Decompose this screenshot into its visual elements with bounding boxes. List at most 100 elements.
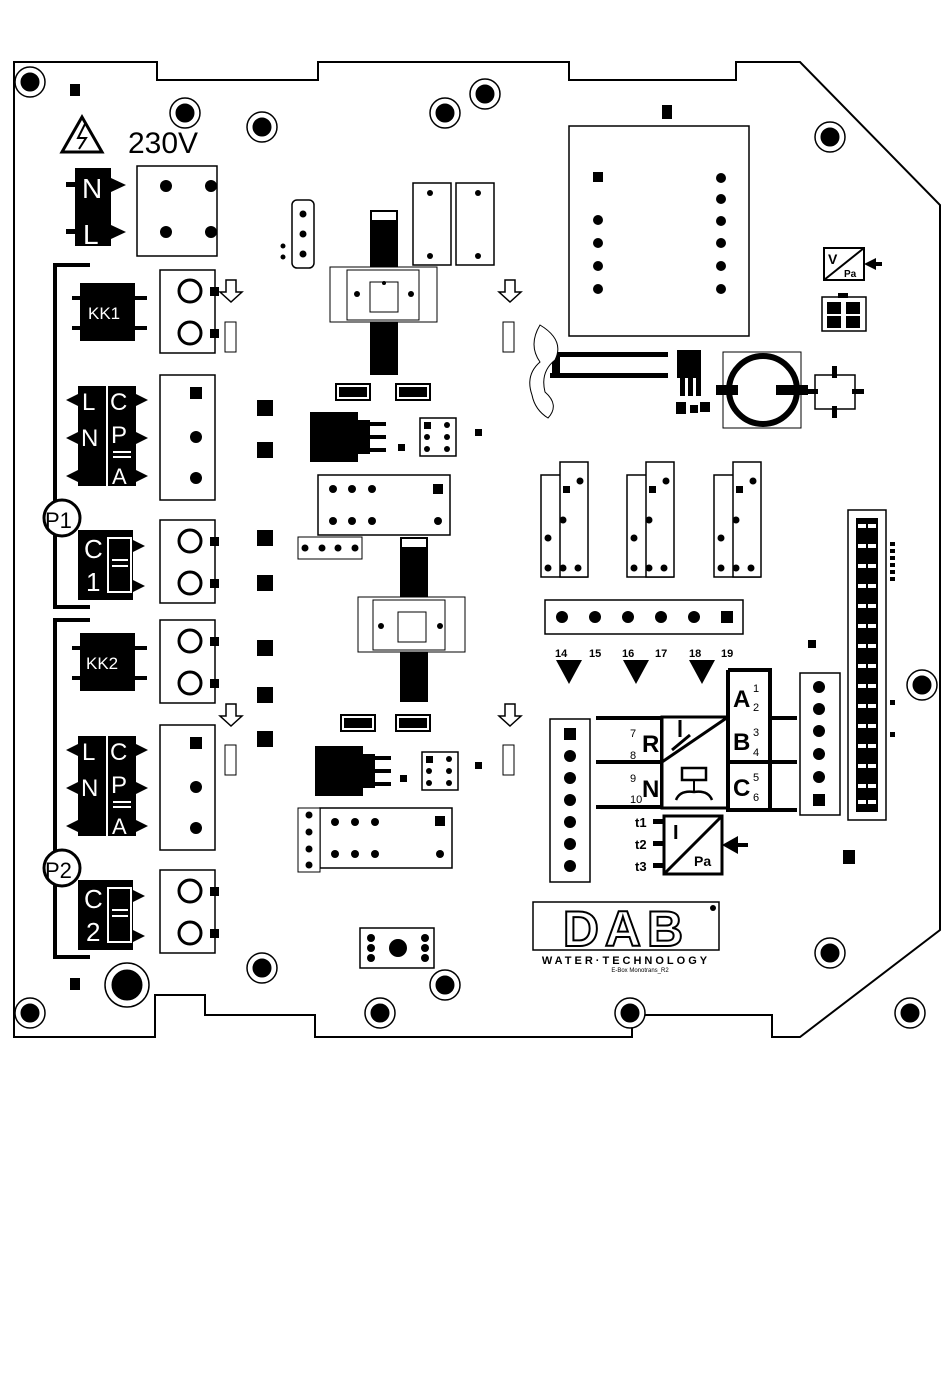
brand-tagline: WATER·TECHNOLOGY bbox=[542, 955, 710, 967]
connector-3pin bbox=[160, 375, 215, 500]
connector-7pin bbox=[550, 719, 590, 882]
smd-pad bbox=[808, 640, 816, 648]
svg-text:10: 10 bbox=[630, 794, 642, 806]
relay-module-2 bbox=[298, 808, 452, 872]
svg-text:KK2: KK2 bbox=[86, 654, 118, 673]
svg-text:17: 17 bbox=[655, 648, 667, 660]
svg-text:P: P bbox=[111, 772, 127, 799]
line-label: L bbox=[83, 219, 99, 250]
terminal-block bbox=[160, 870, 219, 953]
svg-text:14: 14 bbox=[555, 648, 568, 660]
pump2-badge: P2 bbox=[44, 850, 80, 886]
mount-hole bbox=[170, 98, 200, 128]
svg-text:3: 3 bbox=[753, 727, 759, 739]
mount-hole bbox=[815, 122, 845, 152]
svg-text:KK1: KK1 bbox=[88, 304, 120, 323]
slot bbox=[225, 745, 236, 775]
connector-2x2 bbox=[822, 293, 866, 331]
mount-hole bbox=[430, 98, 460, 128]
svg-text:8: 8 bbox=[630, 750, 636, 762]
electrolytic-capacitor bbox=[716, 352, 808, 428]
mount-hole bbox=[815, 938, 845, 968]
svg-text:N: N bbox=[81, 425, 98, 452]
svg-text:t2: t2 bbox=[635, 837, 647, 852]
svg-text:6: 6 bbox=[753, 792, 759, 804]
svg-text:1: 1 bbox=[86, 567, 100, 597]
svg-text:9: 9 bbox=[630, 773, 636, 785]
svg-text:5: 5 bbox=[753, 772, 759, 784]
svg-text:2: 2 bbox=[753, 702, 759, 714]
svg-text:18: 18 bbox=[689, 648, 701, 660]
test-point bbox=[662, 105, 672, 119]
svg-text:t3: t3 bbox=[635, 859, 647, 874]
svg-text:L: L bbox=[82, 739, 95, 766]
board-name: E-Box Monotrans_R2 bbox=[611, 968, 669, 974]
mount-hole-large bbox=[105, 963, 149, 1007]
relay-k5 bbox=[541, 462, 588, 577]
connector-3pin bbox=[160, 725, 215, 850]
svg-text:A: A bbox=[733, 686, 750, 713]
mount-hole bbox=[615, 998, 645, 1028]
mount-hole bbox=[470, 79, 500, 109]
svg-text:C: C bbox=[84, 534, 103, 564]
svg-text:I: I bbox=[673, 822, 679, 844]
mount-hole bbox=[365, 998, 395, 1028]
pump1-badge: P1 bbox=[44, 500, 80, 536]
svg-text:N: N bbox=[642, 776, 659, 803]
terminal-block bbox=[160, 520, 219, 603]
mount-hole bbox=[15, 67, 45, 97]
svg-text:C: C bbox=[110, 389, 127, 416]
mount-hole bbox=[907, 670, 937, 700]
svg-text:V: V bbox=[828, 251, 838, 267]
svg-text:19: 19 bbox=[721, 648, 733, 660]
svg-text:B: B bbox=[733, 729, 750, 756]
transformer bbox=[569, 126, 749, 336]
svg-text:P: P bbox=[111, 422, 127, 449]
test-point bbox=[70, 84, 80, 96]
svg-text:t1: t1 bbox=[635, 815, 647, 830]
svg-text:R: R bbox=[642, 731, 659, 758]
svg-text:16: 16 bbox=[622, 648, 634, 660]
mains-connector bbox=[137, 166, 217, 256]
svg-text:C: C bbox=[110, 739, 127, 766]
dab-logo-text: DAB bbox=[563, 901, 689, 957]
mount-hole bbox=[15, 998, 45, 1028]
svg-text:7: 7 bbox=[630, 728, 636, 740]
svg-text:N: N bbox=[81, 775, 98, 802]
test-point bbox=[70, 978, 80, 990]
terminal-block bbox=[160, 620, 219, 703]
svg-text:P2: P2 bbox=[45, 858, 72, 883]
slot bbox=[503, 322, 514, 352]
svg-text:Pa: Pa bbox=[844, 269, 857, 280]
svg-text:15: 15 bbox=[589, 648, 601, 660]
mount-hole bbox=[247, 112, 277, 142]
svg-text:2: 2 bbox=[86, 917, 100, 947]
terminal-block bbox=[160, 270, 219, 353]
dab-logo: DAB bbox=[533, 901, 719, 957]
svg-text:C: C bbox=[733, 775, 750, 802]
slot bbox=[503, 745, 514, 775]
test-point bbox=[843, 850, 855, 864]
alarm-relay-block: A 1 2 B 3 4 C 5 6 bbox=[728, 670, 798, 812]
svg-text:C: C bbox=[84, 884, 103, 914]
slot bbox=[225, 322, 236, 352]
svg-text:A: A bbox=[112, 464, 127, 489]
mount-hole bbox=[247, 953, 277, 983]
svg-text:A: A bbox=[112, 814, 127, 839]
header-2x3 bbox=[360, 928, 434, 968]
terminal-row-14-19 bbox=[545, 600, 743, 634]
svg-text:L: L bbox=[82, 389, 95, 416]
svg-text:4: 4 bbox=[753, 747, 759, 759]
svg-text:1: 1 bbox=[753, 683, 759, 695]
svg-text:P1: P1 bbox=[45, 508, 72, 533]
connector-6pin bbox=[800, 673, 840, 815]
neutral-label: N bbox=[82, 173, 102, 204]
relay-k7 bbox=[714, 462, 761, 577]
relay-k6 bbox=[627, 462, 674, 577]
svg-text:Pa: Pa bbox=[694, 853, 711, 869]
mount-hole bbox=[430, 970, 460, 1000]
mains-input: N L bbox=[66, 166, 217, 256]
voltage-label: 230V bbox=[128, 127, 198, 160]
mount-hole bbox=[895, 998, 925, 1028]
